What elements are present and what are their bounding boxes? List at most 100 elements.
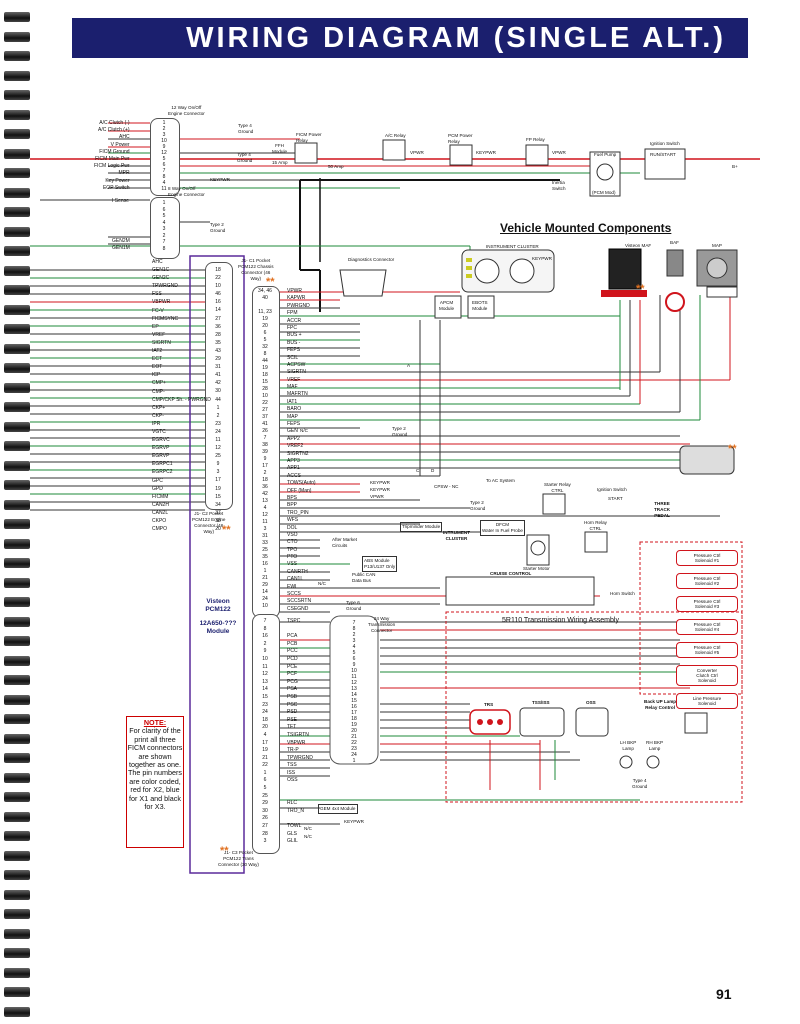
vpwr-c1: VPWR (370, 494, 384, 499)
c12-signal: FICM Main Pwr (95, 155, 130, 162)
c3-signal: TPWRGND (287, 754, 313, 761)
to-ac-system-label: To AC System (486, 478, 515, 483)
trans-pin: 9 (352, 662, 356, 668)
c12-pin: 5 (162, 156, 166, 162)
c12-pin: 12 (161, 150, 167, 156)
c3-signal: PCE (287, 663, 298, 670)
c3-pin: 16 (262, 633, 268, 640)
c2-signal: CKPO (152, 518, 167, 524)
c2-signal: EGRVC (152, 437, 170, 444)
binding-ring (4, 265, 30, 276)
amp15-label: 15 Amp (272, 160, 288, 165)
trans-pin: 3 (352, 638, 356, 644)
c1-signal: EWI (287, 583, 297, 590)
keypwr-label-1: KEYPWR (210, 177, 230, 182)
solenoid-box: Pressure Ctrl Solenoid #5 (676, 642, 738, 658)
abs-module-label: ABS Module P13/U137 Only (362, 556, 398, 572)
three-track-pedal-label: THREE TRACK PEDAL (654, 501, 671, 518)
c3-pin: 15 (262, 693, 268, 700)
c1-signal: OFF (Man) (287, 487, 312, 494)
binding-ring (4, 694, 30, 705)
binding-ring (4, 226, 30, 237)
c1-pin: 26 (262, 428, 268, 434)
c1-signal: FEPS (287, 421, 301, 428)
trans-pin: 12 (351, 680, 357, 686)
trs-label: TRS (484, 702, 494, 707)
c12-signal: FICM Logic Pwr (94, 163, 130, 170)
c2-pin: 43 (215, 347, 221, 354)
c2-signal: ECT (152, 356, 162, 363)
nc-label-4: N/C (304, 834, 312, 839)
c1-pin: 38 (262, 442, 268, 448)
c1-signal: FPM (287, 310, 298, 317)
c2-pin: 29 (215, 356, 221, 363)
binding-ring (4, 909, 30, 919)
c3-signal: GLS (287, 830, 298, 837)
c2-signal: EOT (152, 364, 163, 371)
j1c3-title: J1- C3 Pocket PCM122 Trans Connector (30… (218, 850, 259, 867)
c1-pin: 28 (262, 386, 268, 392)
c2-signal: TPWRGND (152, 283, 178, 290)
c1-pin: 12 (262, 512, 268, 518)
binding-ring (4, 928, 30, 939)
c12-pin: 2 (162, 126, 166, 132)
c1-signal: CANRTH (287, 568, 308, 575)
binding-ring (4, 480, 30, 490)
binding-ring (4, 168, 30, 178)
c3-signal (287, 626, 313, 634)
c1-pin: 9 (263, 456, 267, 462)
c2-signal: CMPO (152, 526, 167, 533)
c3-signal: PCB (287, 640, 298, 647)
c3-pin: 4 (263, 731, 267, 738)
c12-pin: 10 (161, 138, 167, 144)
binding-ring (4, 1006, 30, 1017)
type2-ground-label: Type 2 Ground (210, 222, 226, 233)
c12-signal: A/C Clutch (+) (98, 127, 130, 134)
c1-pin: 2 (263, 470, 267, 476)
c2-signal: FICMSYNC (152, 315, 179, 322)
c3-pin: 8 (263, 625, 267, 632)
c3-pin: 6 (263, 777, 267, 784)
trans-pin: 1 (352, 758, 356, 764)
c3-signal: PSA (287, 686, 298, 693)
vpwr-label-1: VPWR (410, 150, 424, 155)
c2-pin: 20 (215, 526, 221, 532)
binding-ring (4, 187, 30, 198)
c1-signal: KAPWR (287, 295, 306, 302)
c1-pin: 11 (262, 519, 268, 525)
c1-signal: TRO_PIN (287, 509, 309, 516)
binding-ring (4, 538, 30, 549)
c3-pin: 30 (262, 807, 268, 814)
trans-pin: 22 (351, 740, 357, 746)
c2-pin: 15 (215, 493, 221, 500)
dfcm-label: DFCM Water In Fuel Probe (480, 520, 525, 536)
binding-ring (4, 948, 30, 958)
j1c2-title: J1- C2 Pocket PCM122 Engine Connector (4… (192, 511, 226, 534)
trans-pin: 8 (352, 626, 356, 632)
c3-pin: 29 (262, 800, 268, 807)
c2-pin: 31 (215, 364, 221, 371)
binding-ring (4, 733, 30, 744)
c3-signal: PCC (287, 648, 298, 655)
binding-ring (4, 636, 30, 646)
c1-pin: 18 (262, 477, 268, 483)
c1-pin: 21 (262, 575, 268, 581)
highlight-star-c2: ** (222, 524, 231, 536)
c2-signal: GEN1C (152, 267, 170, 274)
c2-signal: GEN2C (152, 275, 170, 282)
c3-pin: 28 (262, 830, 268, 837)
ac-relay-label: A/C Relay (385, 133, 406, 138)
fp-relay-label: FP Relay (526, 137, 545, 142)
c2-pin: 38 (215, 517, 221, 524)
c3-signal: TSIGRTN (287, 731, 309, 738)
c1-pin: 10 (262, 393, 268, 399)
c3-signal: RLC (287, 800, 298, 807)
tss-iss-label: TSS/ISS (532, 700, 550, 705)
c2-signal: CMP+ (152, 380, 167, 387)
c8-pin: 8 (162, 245, 166, 252)
cruise-control-label: CRUISE CONTROL (490, 571, 532, 576)
c3-pin: 17 (262, 739, 268, 746)
